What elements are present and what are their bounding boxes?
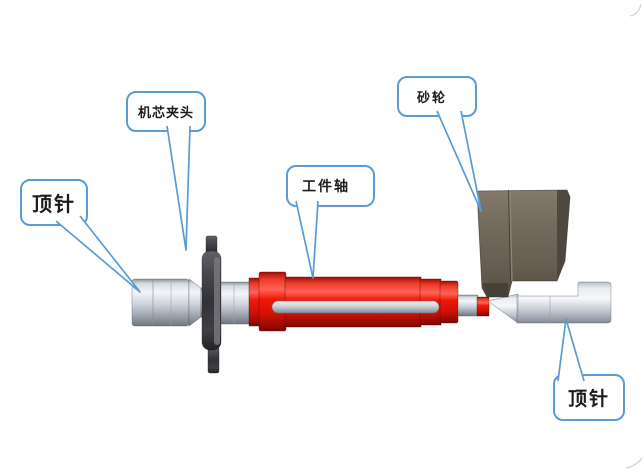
chuck-clamp	[201, 235, 222, 374]
callout-chuck-label: 机芯夹头	[137, 105, 194, 120]
callout-pin-right-label: 顶针	[567, 389, 610, 410]
callout-grinding-wheel: 砂轮	[397, 76, 477, 117]
callout-pin-left: 顶针	[20, 179, 88, 226]
callout-grinding-wheel-label: 砂轮	[417, 90, 448, 105]
callout-workpiece-shaft: 工件轴	[286, 165, 375, 207]
left-tailstock	[131, 278, 211, 327]
right-tailstock	[487, 281, 612, 324]
shaft-keyway-slot	[271, 300, 440, 314]
callout-workpiece-shaft-label: 工件轴	[302, 178, 350, 194]
shaft-tip	[457, 294, 490, 317]
spindle-collar	[220, 281, 252, 325]
callout-pin-right: 顶针	[553, 374, 625, 421]
corner-curl-marks	[625, 3, 643, 469]
grinding-wheel	[476, 189, 571, 298]
callout-chuck: 机芯夹头	[126, 91, 206, 132]
workpiece-shaft	[248, 271, 459, 332]
callout-pin-left-label: 顶针	[32, 194, 76, 216]
